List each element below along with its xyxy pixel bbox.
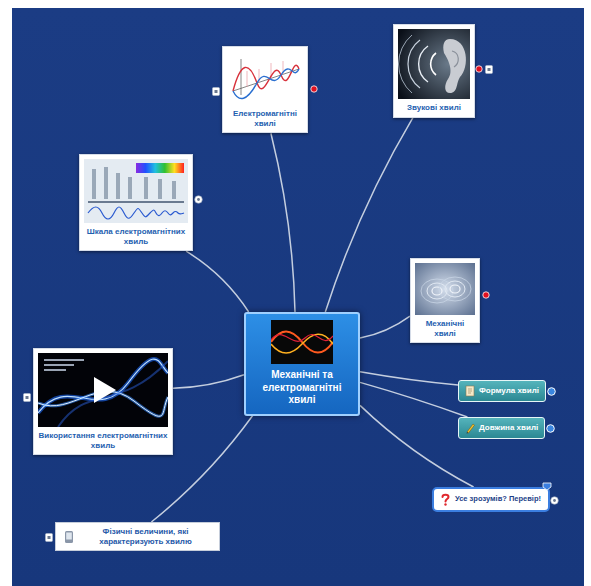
thumbnail-image [415, 263, 475, 315]
central-topic: Механічні та електромагнітні хвилі [244, 312, 360, 416]
topic-card: Шкала електромагнітних хвиль [79, 154, 193, 251]
branch-line [360, 382, 467, 417]
expand-badge [23, 393, 31, 402]
thumbnail-image [251, 320, 353, 364]
thumbnail-image [84, 159, 188, 223]
branch-line [325, 118, 413, 312]
quiz-box: Усе зрозумів? Перевір! [432, 487, 550, 512]
expand-badge [475, 65, 483, 73]
branch-line [173, 375, 244, 389]
node-icon [441, 493, 450, 506]
expand-badge [482, 291, 490, 299]
topic-box: Фізичні величини, які характеризують хви… [55, 522, 220, 551]
branch-line [360, 405, 474, 487]
branch-line [186, 251, 249, 312]
node-label: Використання електромагнітних хвиль [38, 431, 168, 450]
expand-badge [45, 533, 53, 542]
expand-badge [550, 496, 559, 505]
expand-badge [310, 85, 318, 93]
node-label: Формула хвилі [479, 387, 539, 396]
node-icon [465, 422, 475, 434]
subtopic-chip: Довжина хвилі [458, 417, 545, 439]
expand-badge [194, 195, 203, 204]
node-icon [465, 385, 475, 397]
node-label: Електромагнітні хвилі [227, 109, 303, 128]
expand-badge [547, 387, 556, 396]
node-label: Фізичні величини, які характеризують хви… [80, 527, 211, 546]
branch-line [360, 316, 410, 338]
expand-badge [546, 424, 555, 433]
subtopic-chip: Формула хвилі [458, 380, 546, 402]
thumbnail-image [38, 353, 168, 427]
topic-card: Звукові хвилі [393, 24, 475, 118]
node-icon [64, 530, 74, 544]
thumbnail-image [398, 29, 470, 99]
expand-badge [485, 65, 493, 74]
topic-card: Електромагнітні хвилі [222, 46, 308, 133]
node-label: Шкала електромагнітних хвиль [84, 227, 188, 246]
node-label: Механічні та електромагнітні хвилі [251, 369, 353, 407]
node-label: Звукові хвилі [398, 103, 470, 113]
expand-badge [542, 482, 552, 491]
node-label: Механічні хвилі [415, 319, 475, 338]
topic-card: Використання електромагнітних хвиль [33, 348, 173, 455]
branch-line [360, 372, 458, 385]
branch-line [271, 133, 295, 312]
topic-card: Механічні хвилі [410, 258, 480, 343]
expand-badge [212, 87, 220, 96]
node-label: Довжина хвилі [479, 424, 538, 433]
node-label: Усе зрозумів? Перевір! [455, 495, 541, 503]
thumbnail-image [227, 51, 303, 105]
